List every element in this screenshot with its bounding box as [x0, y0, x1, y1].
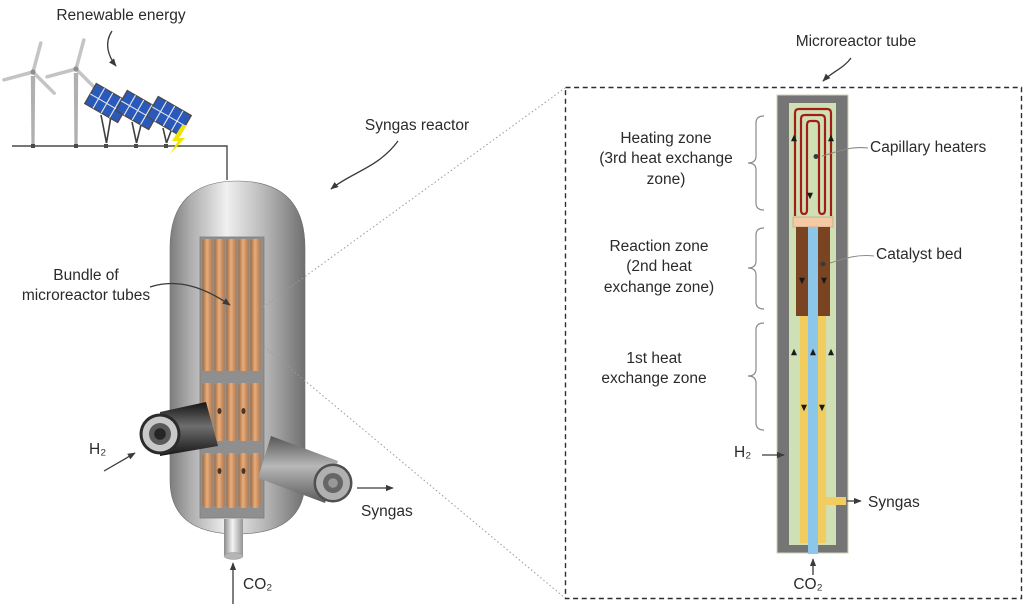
capillary-heaters-label: Capillary heaters [870, 139, 987, 156]
syngas-reactor-arrow [330, 140, 399, 190]
lightning-icon [170, 125, 187, 154]
h2-main-arrow [103, 452, 136, 472]
leader-lines [813, 147, 875, 267]
microreactor-tubes-bundle [202, 239, 261, 508]
microreactor-title-arrow [822, 57, 852, 82]
zone-brackets [747, 115, 765, 431]
syngas-main-label: Syngas [361, 503, 413, 520]
solar-panel-icon [145, 95, 193, 144]
flow-arrows [791, 134, 834, 412]
power-line [12, 144, 228, 180]
microreactor-tube-title: Microreactor tube [795, 33, 917, 50]
syngas-reactor-label: Syngas reactor [364, 117, 470, 134]
first-heat-exchange-zone-label: 1st heat exchange zone [601, 350, 707, 388]
bundle-arrow [149, 282, 231, 306]
callout-lines [260, 87, 566, 599]
h2-detail-label: H₂ [734, 444, 752, 461]
capillary-heater-coil [793, 107, 833, 216]
syngas-detail-label: Syngas [868, 494, 920, 511]
solar-panel-icon [114, 89, 162, 144]
catalyst-bed-columns [796, 227, 830, 316]
heating-zone-label: Heating zone (3rd heat exchange zone) [599, 130, 733, 188]
renewable-energy-label: Renewable energy [56, 7, 186, 24]
catalyst-bed-label: Catalyst bed [876, 246, 963, 263]
h2-inlet-pipe [139, 402, 218, 456]
syngas-outlet-pipe [258, 436, 353, 503]
annotation-arrows [103, 30, 852, 604]
detail-box-border [564, 86, 1023, 600]
co2-detail-label: CO₂ [793, 576, 823, 593]
co2-inlet-stub [223, 519, 244, 560]
microreactor-tube-graphic [776, 94, 849, 554]
wind-turbine-icon [2, 41, 56, 146]
h2-main-label: H₂ [89, 441, 107, 458]
wind-turbine-icon [45, 38, 99, 146]
reaction-zone-label: Reaction zone (2nd heat exchange zone) [603, 238, 715, 296]
co2-main-label: CO₂ [243, 576, 273, 593]
detail-io-arrows [762, 451, 862, 575]
renewable-arrow [106, 30, 117, 67]
bundle-of-tubes-label: Bundle of microreactor tubes [21, 267, 151, 305]
reactor-cutaway [199, 236, 265, 519]
